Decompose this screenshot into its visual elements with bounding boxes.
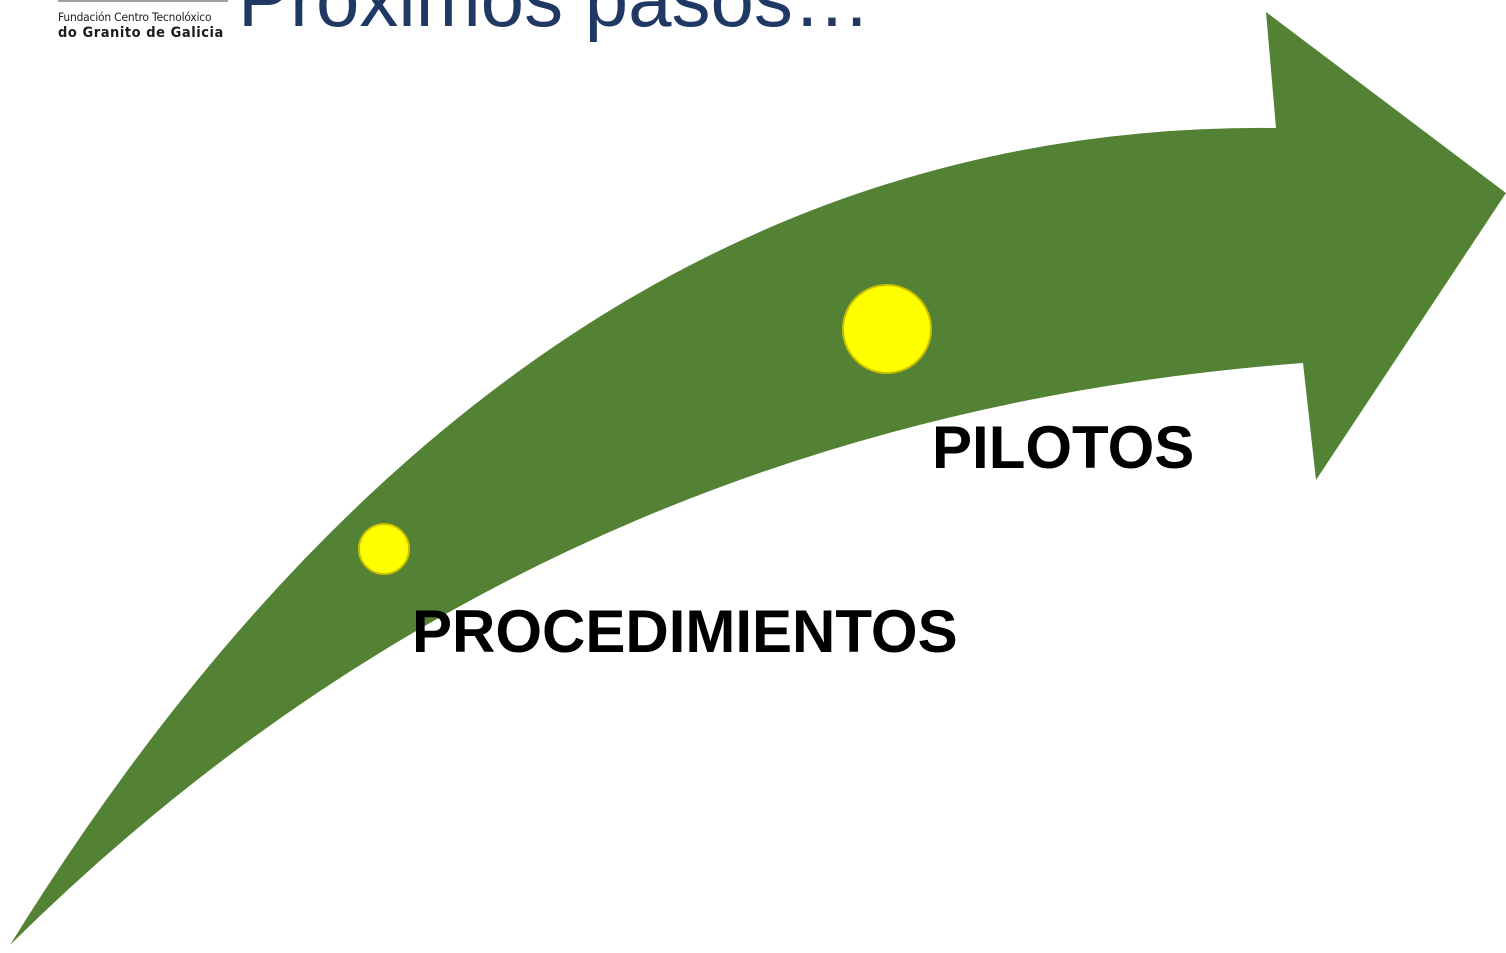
logo: Fundación Centro Tecnolóxico do Granito …: [58, 10, 242, 42]
logo-line-1: Fundación Centro Tecnolóxico: [58, 10, 212, 24]
marker-pilotos: [842, 284, 932, 374]
curved-arrow-shape: [10, 12, 1506, 945]
logo-graphic: [58, 0, 228, 2]
slide-title: Próximos pasos…: [238, 0, 871, 38]
step-label-pilotos: PILOTOS: [932, 414, 1195, 481]
logo-line-2: do Granito de Galicia: [58, 25, 224, 41]
marker-procedimientos: [358, 523, 410, 575]
step-label-procedimientos: PROCEDIMIENTOS: [412, 598, 958, 665]
